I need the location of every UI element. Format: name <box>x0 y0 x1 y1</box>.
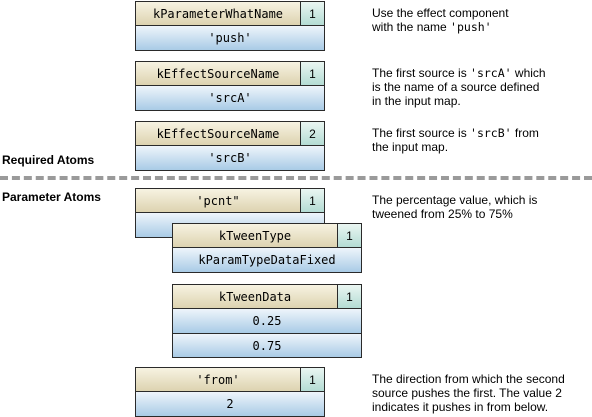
atom-type-label: kEffectSourceName <box>136 62 301 85</box>
description-text: indicates it pushes in from below. <box>372 400 549 414</box>
atom-value: 2 <box>136 392 324 416</box>
description-text: The first source is <box>372 66 471 80</box>
description-text: the input map. <box>372 140 449 154</box>
description-text: source pushes the first. The value 2 <box>372 386 562 400</box>
atom-header: 'from' 1 <box>136 368 324 392</box>
required-atoms-label: Required Atoms <box>2 153 95 167</box>
parameter-atoms-label: Parameter Atoms <box>2 190 101 204</box>
description-text: is the name of a source defined <box>372 80 540 94</box>
atom-value: 'push' <box>136 26 324 50</box>
atom-value: 'srcA' <box>136 86 324 110</box>
atom-index: 1 <box>338 224 361 247</box>
description-text: Use the effect component <box>372 6 509 20</box>
atom-index: 1 <box>301 2 324 25</box>
description-pcnt: The percentage value, which is tweened f… <box>372 193 587 221</box>
atom-header: kTweenData 1 <box>173 285 361 309</box>
atom-tween-data: kTweenData 1 0.25 0.75 <box>172 284 362 358</box>
atom-source-a: kEffectSourceName 1 'srcA' <box>135 61 325 111</box>
atom-what-name: kParameterWhatName 1 'push' <box>135 1 325 51</box>
atom-header: 'pcnt" 1 <box>136 189 324 213</box>
description-code: 'srcB' <box>470 126 512 140</box>
atom-index: 2 <box>301 122 324 145</box>
atom-from: 'from' 1 2 <box>135 367 325 417</box>
atom-value: kParamTypeDataFixed <box>173 248 361 272</box>
atom-type-label: 'from' <box>136 368 301 391</box>
atom-tween-type: kTweenType 1 kParamTypeDataFixed <box>172 223 362 273</box>
description-text: The direction from which the second <box>372 372 565 386</box>
atom-type-label: kTweenType <box>173 224 338 247</box>
description-from: The direction from which the second sour… <box>372 372 587 414</box>
description-text: in the input map. <box>372 94 461 108</box>
atom-index: 1 <box>301 189 324 212</box>
description-code: 'srcA' <box>470 66 512 80</box>
atom-header: kTweenType 1 <box>173 224 361 248</box>
atom-index: 1 <box>301 368 324 391</box>
atom-value: 0.25 <box>173 309 361 333</box>
section-divider <box>0 176 592 180</box>
atom-type-label: 'pcnt" <box>136 189 301 212</box>
description-text: from <box>511 126 539 140</box>
atom-type-label: kEffectSourceName <box>136 122 301 145</box>
description-text: with the name <box>372 20 451 34</box>
description-code: 'push' <box>450 20 492 34</box>
atom-index: 1 <box>301 62 324 85</box>
description-text: which <box>511 66 546 80</box>
atom-index: 1 <box>338 285 361 308</box>
description-text: The first source is <box>372 126 471 140</box>
description-source-b: The first source is 'srcB' from the inpu… <box>372 126 587 154</box>
atom-value: 0.75 <box>173 333 361 357</box>
atom-header: kEffectSourceName 2 <box>136 122 324 146</box>
atom-type-label: kTweenData <box>173 285 338 308</box>
atom-header: kParameterWhatName 1 <box>136 2 324 26</box>
description-text: The percentage value, which is <box>372 193 538 207</box>
atom-source-b: kEffectSourceName 2 'srcB' <box>135 121 325 171</box>
description-what-name: Use the effect component with the name '… <box>372 6 587 34</box>
description-source-a: The first source is 'srcA' which is the … <box>372 66 587 108</box>
description-text: tweened from 25% to 75% <box>372 207 513 221</box>
atom-type-label: kParameterWhatName <box>136 2 301 25</box>
atom-value: 'srcB' <box>136 146 324 170</box>
atom-header: kEffectSourceName 1 <box>136 62 324 86</box>
